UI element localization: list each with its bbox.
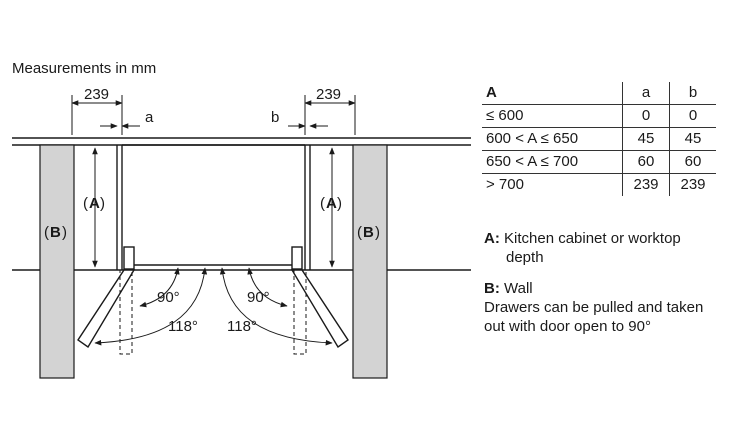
legend-b-note-line2: out with door open to 90°: [484, 318, 651, 335]
legend-b-text: Wall: [504, 280, 533, 297]
svg-text:): ): [62, 224, 67, 241]
cabinet-outline: [12, 137, 471, 271]
dimension-gap-b: b: [271, 109, 279, 126]
svg-text:(: (: [44, 224, 49, 241]
label-b-left: B: [50, 224, 61, 241]
table-header-a: A: [482, 82, 623, 105]
wall-left: [39, 144, 75, 379]
angle-118-right: 118°: [227, 318, 257, 335]
table-header-gap-a: a: [622, 82, 670, 105]
measurement-table: A a b ≤ 600 0 0 600 < A ≤ 650 45 45 650 …: [482, 82, 716, 196]
table-row: > 700 239 239: [482, 173, 716, 196]
legend-a-text-cont: depth: [506, 249, 544, 266]
svg-text:(: (: [357, 224, 362, 241]
dimension-right-width: 239: [316, 86, 341, 103]
table-header-row: A a b: [482, 82, 716, 105]
svg-text:(: (: [320, 195, 325, 212]
legend-a-key: A:: [484, 230, 500, 247]
door-90-positions: [119, 269, 307, 355]
legend-b-key: B:: [484, 280, 500, 297]
doors: [77, 246, 349, 349]
angle-90-right: 90°: [247, 289, 270, 306]
svg-text:(: (: [83, 195, 88, 212]
table-row: 650 < A ≤ 700 60 60: [482, 150, 716, 174]
table-header-gap-b: b: [669, 82, 716, 105]
legend-a: A: Kitchen cabinet or worktop depth: [484, 229, 681, 267]
table-row: ≤ 600 0 0: [482, 104, 716, 128]
svg-text:): ): [375, 224, 380, 241]
angle-90-left: 90°: [157, 289, 180, 306]
legend-a-text: Kitchen cabinet or worktop: [504, 230, 681, 247]
table-row: 600 < A ≤ 650 45 45: [482, 127, 716, 151]
legend-b-note-line1: Drawers can be pulled and taken: [484, 299, 704, 316]
angle-arcs: [94, 267, 333, 346]
legend-b: B: Wall Drawers can be pulled and taken …: [484, 279, 703, 336]
angle-118-left: 118°: [168, 318, 198, 335]
wall-right: [352, 144, 388, 379]
page-title: Measurements in mm: [12, 60, 157, 77]
dimension-left-width: 239: [84, 86, 109, 103]
label-a-right: A: [326, 195, 337, 212]
dimension-lines: [71, 95, 356, 268]
svg-text:): ): [337, 195, 342, 212]
label-b-right: B: [363, 224, 374, 241]
dimension-gap-a: a: [145, 109, 154, 126]
label-a-left: A: [89, 195, 100, 212]
svg-text:): ): [100, 195, 105, 212]
